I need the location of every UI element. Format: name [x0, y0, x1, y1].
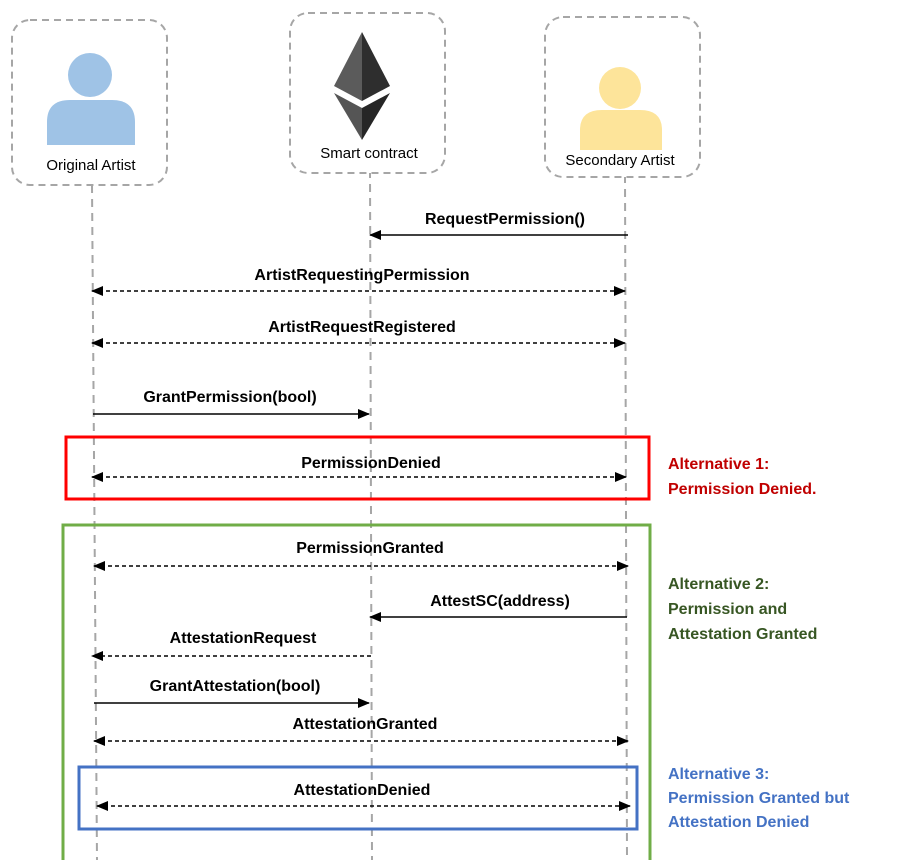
actor-label: Secondary Artist — [565, 152, 675, 169]
alternative-3-line-2: Permission Granted but — [668, 790, 850, 807]
message: GrantAttestation(bool) — [94, 678, 370, 708]
alternative-2-frame — [61, 523, 652, 860]
lifeline-secondary-artist — [624, 174, 628, 860]
message: PermissionGranted — [93, 540, 629, 571]
alternative-1-frame — [64, 435, 651, 501]
message-label: AttestationGranted — [293, 716, 438, 733]
alternative-3-line-1: Alternative 3: — [668, 766, 769, 783]
alternative-3-frame — [77, 765, 639, 831]
message-label: AttestationRequest — [170, 630, 317, 647]
actor-label: Smart contract — [320, 145, 418, 162]
message: AttestationRequest — [91, 630, 371, 661]
alternative-3-label: Alternative 3: Permission Granted but At… — [668, 766, 854, 831]
alternative-2-line-1: Alternative 2: — [668, 576, 769, 593]
alternative-1-line-2: Permission Denied. — [668, 481, 817, 498]
message: GrantPermission(bool) — [93, 389, 370, 419]
message-label: ArtistRequestingPermission — [254, 267, 469, 284]
person-icon — [580, 67, 662, 150]
alternative-2-label: Alternative 2: Permission and Attestatio… — [668, 576, 817, 643]
alternative-2-line-3: Attestation Granted — [668, 626, 817, 643]
message-label: AttestSC(address) — [430, 593, 570, 610]
message-label: PermissionGranted — [296, 540, 444, 557]
actor-original-artist: Original Artist — [11, 19, 168, 186]
alternative-2-line-2: Permission and — [668, 601, 787, 618]
person-icon — [47, 53, 135, 145]
message: ArtistRequestingPermission — [91, 267, 626, 296]
message: ArtistRequestRegistered — [91, 319, 626, 348]
message-label: GrantAttestation(bool) — [150, 678, 321, 695]
message-label: PermissionDenied — [301, 455, 441, 472]
message-label: ArtistRequestRegistered — [268, 319, 456, 336]
message: AttestationGranted — [93, 716, 629, 746]
alternative-1-label: Alternative 1: Permission Denied. — [668, 456, 817, 498]
message-label: GrantPermission(bool) — [143, 389, 316, 406]
lifeline-original-artist — [91, 184, 98, 860]
ethereum-logo-icon — [334, 32, 390, 140]
message-label: AttestationDenied — [294, 782, 431, 799]
message: AttestationDenied — [96, 782, 631, 811]
message: PermissionDenied — [91, 455, 627, 482]
actor-smart-contract: Smart contract — [289, 12, 446, 174]
message: RequestPermission() — [369, 211, 628, 240]
message-label: RequestPermission() — [425, 211, 585, 228]
actor-secondary-artist: Secondary Artist — [544, 16, 701, 178]
alternative-1-line-1: Alternative 1: — [668, 456, 769, 473]
actor-label: Original Artist — [46, 157, 136, 174]
alternative-3-line-3: Attestation Denied — [668, 814, 809, 831]
message: AttestSC(address) — [369, 593, 627, 622]
